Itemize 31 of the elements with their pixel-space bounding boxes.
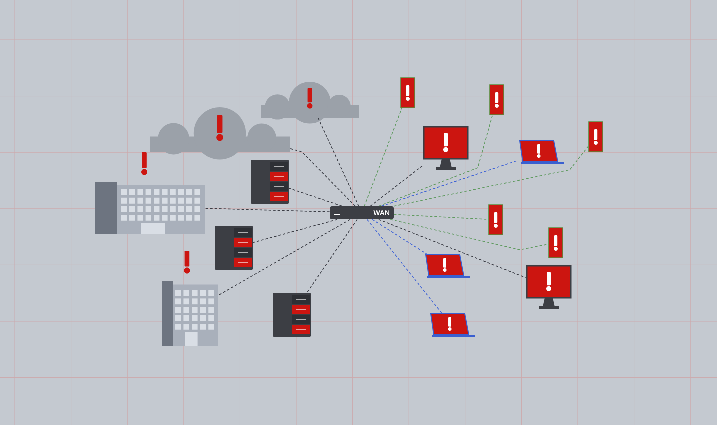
connector-line xyxy=(382,160,518,207)
server-drawing xyxy=(215,226,253,270)
monitor-drawing xyxy=(526,265,572,309)
building-drawing xyxy=(95,152,205,234)
connector-line xyxy=(318,118,360,207)
connector-line xyxy=(290,148,356,207)
server-drawing xyxy=(273,293,311,337)
connector-line xyxy=(252,219,338,244)
phone-drawing xyxy=(588,122,604,152)
connector-line xyxy=(370,166,424,207)
building-drawing xyxy=(162,251,218,346)
phone-drawing xyxy=(490,84,504,116)
connector-line xyxy=(378,114,494,207)
connector-line xyxy=(390,219,550,250)
phone-drawing xyxy=(400,78,416,108)
cloud-drawing xyxy=(150,108,290,160)
connector-line xyxy=(204,208,330,212)
connector-line xyxy=(394,214,490,220)
phone-drawing xyxy=(548,228,564,258)
connector-line xyxy=(306,219,358,294)
connector-line xyxy=(288,188,343,207)
connector-line xyxy=(218,219,351,296)
connector-line xyxy=(372,219,428,256)
phone-drawing xyxy=(488,204,504,236)
connector-line xyxy=(394,146,590,207)
server-drawing xyxy=(251,160,289,204)
connector-line xyxy=(364,108,403,207)
monitor-drawing xyxy=(423,126,469,170)
connector-line xyxy=(378,219,526,278)
cloud-drawing xyxy=(261,82,359,124)
connector-line xyxy=(366,219,443,314)
